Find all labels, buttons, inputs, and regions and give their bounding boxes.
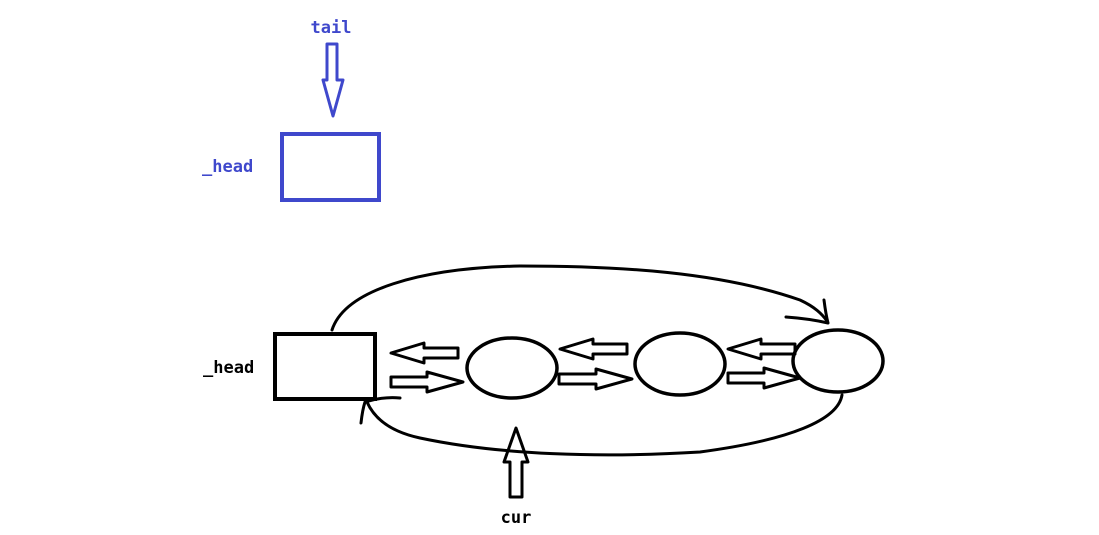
arrow-right-icon: [557, 367, 634, 391]
head-sentinel-node: [273, 332, 377, 401]
arrow-left-icon: [558, 337, 629, 361]
arrow-up-icon: [502, 426, 530, 499]
arrow-head-icon: [359, 396, 402, 425]
arrow-right-icon: [726, 366, 802, 390]
wrap-link-next-to-tail: [330, 264, 829, 332]
arrow-head-icon: [784, 298, 830, 325]
wrap-link-prev-to-head: [365, 393, 844, 457]
arrow-down-icon: [321, 42, 345, 118]
cur-label: cur: [501, 508, 532, 528]
list-node-1: [465, 336, 559, 400]
list-node-2: [633, 331, 727, 397]
arrow-left-icon: [726, 337, 797, 361]
tail-label: tail: [311, 18, 352, 38]
arrow-left-icon: [389, 341, 460, 365]
head-label-bottom: _head: [203, 358, 254, 378]
arrow-right-icon: [389, 370, 465, 394]
head-sentinel-node-empty: [280, 132, 381, 202]
list-node-3: [791, 328, 885, 394]
head-label-top: _head: [202, 157, 253, 177]
